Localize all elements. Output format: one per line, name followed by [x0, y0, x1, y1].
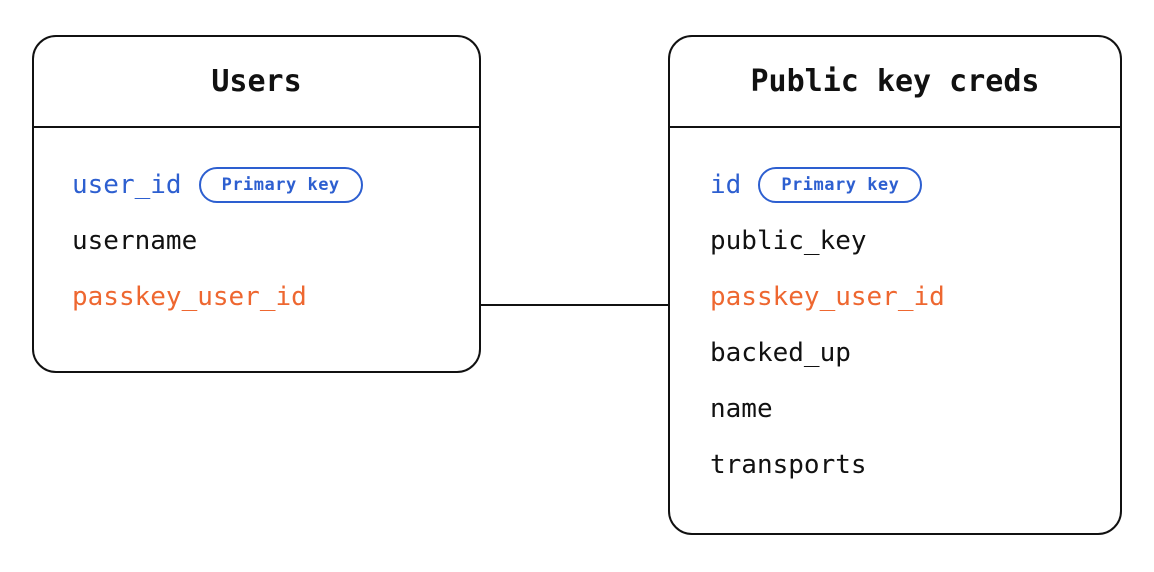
field-name-user-id: user_id [72, 170, 182, 200]
field-row[interactable]: passkey_user_id [710, 269, 1120, 325]
entity-public-key-creds-title: Public key creds [750, 63, 1040, 99]
primary-key-badge: Primary key [758, 167, 923, 203]
field-row[interactable]: passkey_user_id [72, 269, 479, 325]
entity-users-header: Users [34, 37, 479, 128]
field-name-passkey-user-id: passkey_user_id [72, 282, 307, 312]
field-row[interactable]: public_key [710, 213, 1120, 269]
entity-public-key-creds-header: Public key creds [670, 37, 1120, 128]
primary-key-badge: Primary key [198, 167, 363, 203]
entity-users[interactable]: Users user_id Primary key username passk… [32, 35, 481, 373]
field-name-username: username [72, 226, 198, 256]
field-name-id: id [710, 170, 742, 200]
field-row[interactable]: name [710, 381, 1120, 437]
field-row[interactable]: transports [710, 437, 1120, 493]
field-row[interactable]: id Primary key [710, 157, 1120, 213]
entity-users-fields: user_id Primary key username passkey_use… [34, 128, 479, 325]
entity-public-key-creds[interactable]: Public key creds id Primary key public_k… [668, 35, 1122, 535]
field-name-backed-up: backed_up [710, 338, 851, 368]
entity-users-title: Users [211, 63, 302, 99]
entity-public-key-creds-fields: id Primary key public_key passkey_user_i… [670, 128, 1120, 493]
field-name-transports: transports [710, 450, 867, 480]
field-row[interactable]: backed_up [710, 325, 1120, 381]
field-name-public-key: public_key [710, 226, 867, 256]
field-row[interactable]: user_id Primary key [72, 157, 479, 213]
field-name-passkey-user-id: passkey_user_id [710, 282, 945, 312]
field-name-name: name [710, 394, 773, 424]
field-row[interactable]: username [72, 213, 479, 269]
relationship-connector-passkey-user-id [481, 304, 669, 306]
